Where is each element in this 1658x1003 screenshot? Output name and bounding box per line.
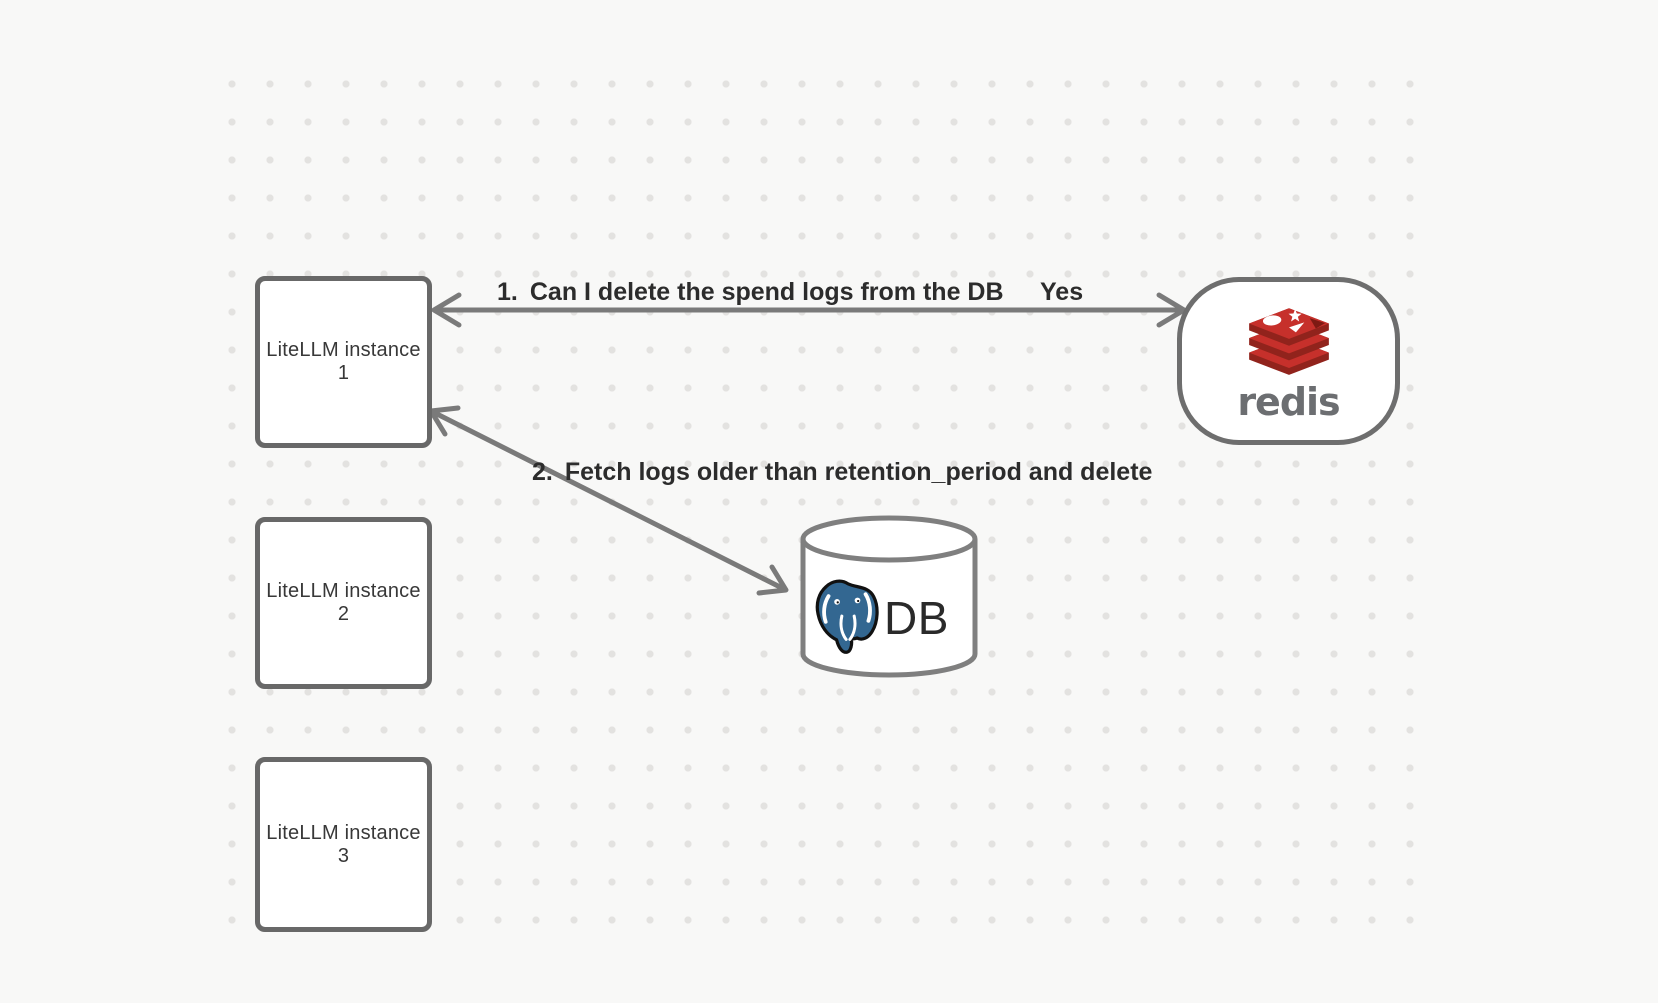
edge-2-text: Fetch logs older than retention_period a… (564, 458, 1153, 486)
node-litellm-instance-1[interactable]: LiteLLM instance 1 (255, 276, 432, 448)
edge-2-number: 2. (532, 458, 553, 486)
db-label: DB (884, 592, 949, 644)
node-litellm-instance-2[interactable]: LiteLLM instance 2 (255, 517, 432, 689)
arrow-edge-2[interactable] (428, 405, 789, 596)
node-label: LiteLLM instance 3 (266, 821, 421, 867)
redis-wordmark: redis (1237, 380, 1340, 424)
edge-1-response-text: Yes (1040, 278, 1084, 306)
db-content: DB (810, 577, 949, 659)
edge-1-response[interactable]: Yes (1040, 278, 1083, 306)
postgresql-elephant-icon (815, 579, 879, 654)
edge-1-number: 1. (497, 278, 518, 306)
edge-1-text: Can I delete the spend logs from the DB (529, 278, 1004, 306)
node-label: LiteLLM instance 1 (266, 339, 421, 384)
redis-stack-icon (1248, 308, 1329, 375)
edge-2-label[interactable]: 2. Fetch logs older than retention_perio… (532, 458, 1152, 486)
edge-1-label[interactable]: 1. Can I delete the spend logs from the … (497, 278, 1004, 306)
node-litellm-instance-3[interactable]: LiteLLM instance 3 (255, 757, 432, 932)
node-label: LiteLLM instance 2 (266, 580, 421, 625)
node-redis[interactable]: redis (1177, 277, 1400, 445)
